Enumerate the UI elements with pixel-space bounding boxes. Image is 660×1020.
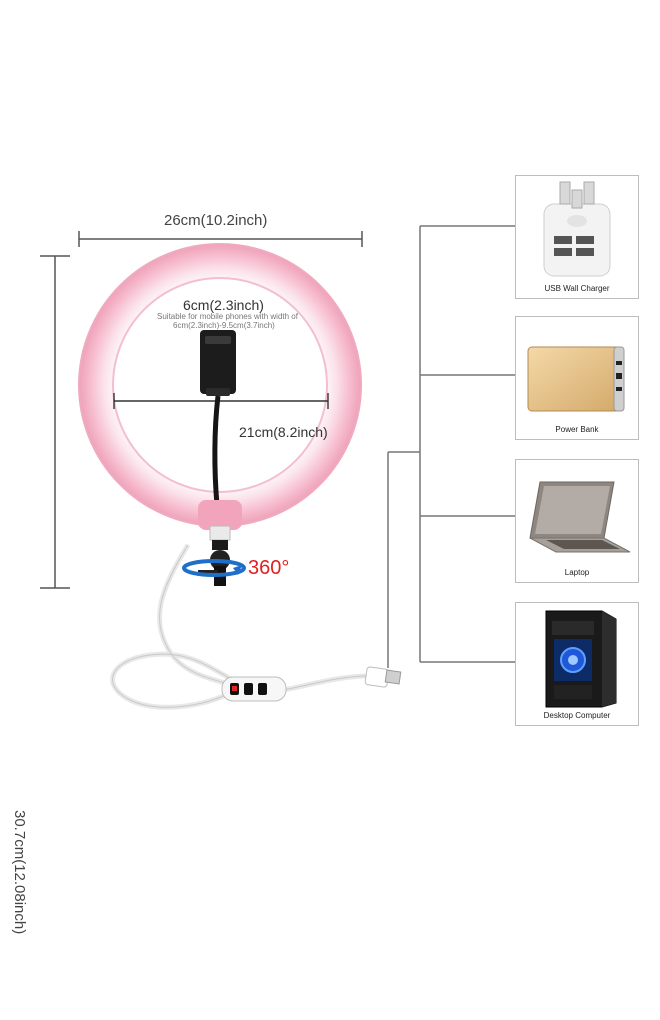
gooseneck-arm [212,395,221,506]
rotation-label: 360° [248,557,290,579]
usb-wall-charger-icon [543,181,611,277]
ring-base [198,500,242,541]
desktop-computer-icon [545,610,617,708]
device-label-desktop-computer: Desktop Computer [543,711,611,720]
inner-diameter-label: 21cm(8.2inch) [239,424,328,440]
inner-diameter-line [113,393,329,409]
device-label-power-bank: Power Bank [555,425,599,434]
ring-light-illustration [40,225,515,710]
holder-width-label: 6cm(2.3inch) [183,297,264,313]
power-bank-icon [527,346,625,412]
phone-holder [200,330,236,396]
height-dimension-label: 30.7cm(12.08inch) [11,810,28,935]
device-card-usb-wall-charger: USB Wall Charger [515,175,639,299]
holder-note-line1: Suitable for mobile phones with width of [157,312,298,321]
device-card-laptop: Laptop [515,459,639,583]
width-dimension-label: 26cm(10.2inch) [164,212,268,229]
device-card-power-bank: Power Bank [515,316,639,440]
height-dimension-line [40,255,70,589]
device-card-desktop-computer: Desktop Computer [515,602,639,726]
rotation-arrow-icon [182,559,246,577]
device-label-laptop: Laptop [564,568,590,577]
device-connector-lines [387,225,515,668]
inline-switch [221,676,287,702]
laptop-icon [529,481,631,553]
width-dimension-line [78,231,363,247]
usb-plug [364,666,402,688]
holder-note-line2: 6cm(2.3inch)-9.5cm(3.7inch) [173,321,275,330]
device-label-usb-wall-charger: USB Wall Charger [544,284,610,293]
